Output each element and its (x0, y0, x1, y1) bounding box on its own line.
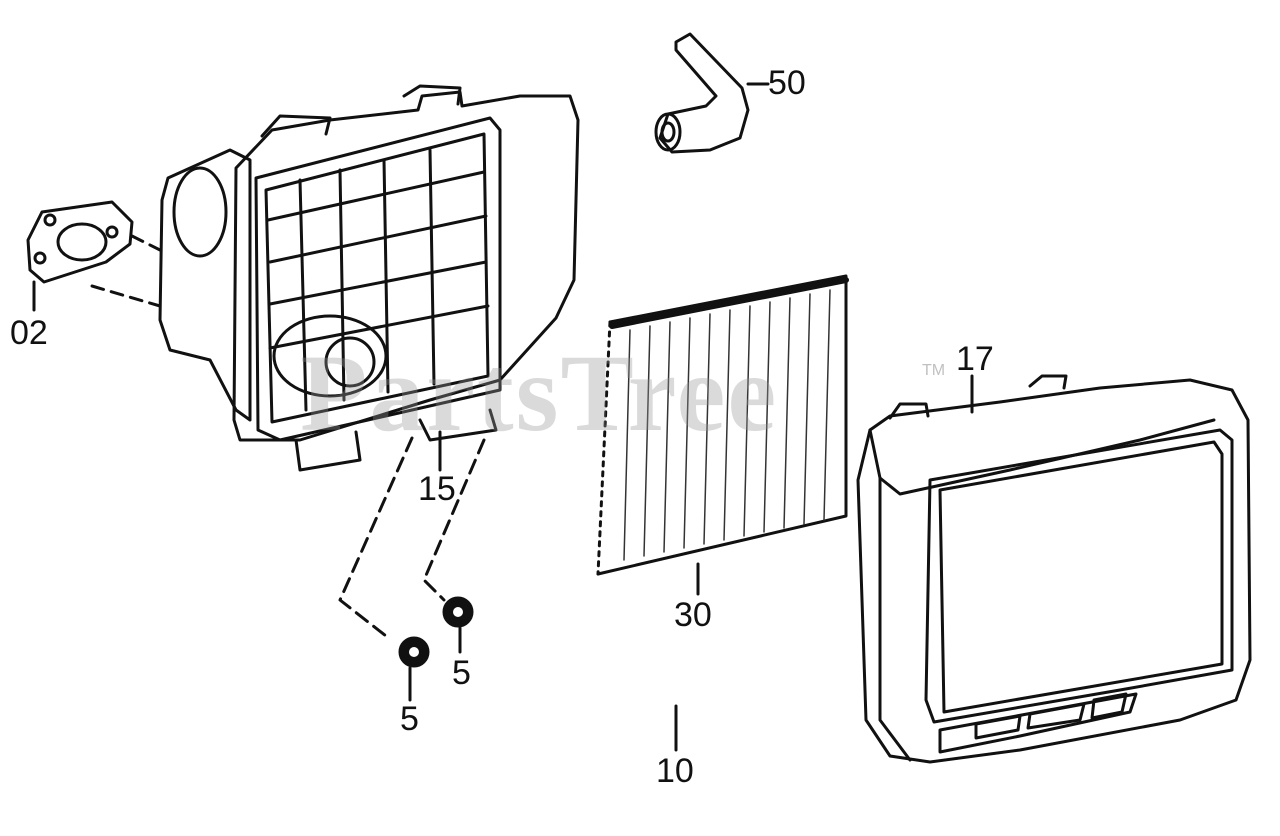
callout-30: 30 (674, 596, 712, 634)
watermark: PartsTree (300, 332, 779, 454)
air-filter-element (596, 274, 849, 596)
callout-5-lower: 5 (400, 700, 419, 738)
nuts (398, 596, 474, 702)
callout-17: 17 (956, 340, 994, 378)
callout-50: 50 (768, 64, 806, 102)
watermark-tm: TM (922, 362, 946, 379)
callout-15: 15 (418, 470, 456, 508)
seal-leaders (338, 430, 486, 638)
gasket (26, 200, 162, 312)
air-cleaner-base (158, 84, 580, 472)
air-cleaner-cover (856, 374, 1252, 764)
callout-5-upper: 5 (452, 654, 471, 692)
callout-02: 02 (10, 314, 48, 352)
breather-hose (654, 32, 770, 154)
callout-10: 10 (656, 752, 694, 790)
